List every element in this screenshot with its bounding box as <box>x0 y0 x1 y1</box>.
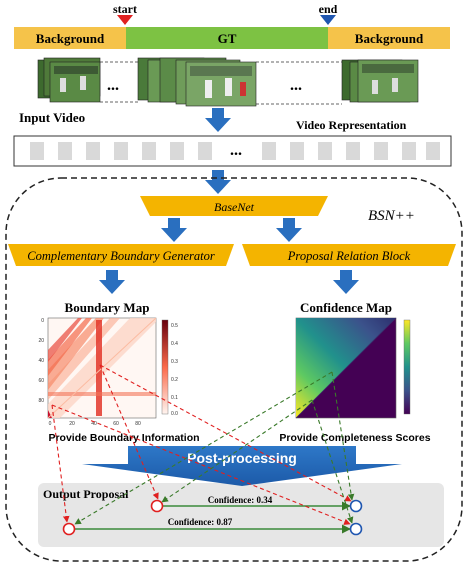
proposal-1: Confidence: 0.34 <box>150 495 363 513</box>
boundary-x-tick-3: 60 <box>113 421 119 427</box>
boundary-map-plot <box>47 317 157 419</box>
arrow-to-prb <box>276 218 302 242</box>
bsn-container <box>5 177 463 562</box>
confidence-map-title: Confidence Map <box>300 300 392 315</box>
proposal-1-start-node <box>150 499 164 513</box>
output-proposal-label: Output Proposal <box>43 487 129 501</box>
start-label: start <box>113 2 137 16</box>
arrow-to-basenet <box>205 170 231 194</box>
confidence-colorbar <box>403 319 411 415</box>
boundary-cbar-tick-5: 0.0 <box>171 411 178 417</box>
start-marker <box>117 15 133 25</box>
boundary-map-title: Boundary Map <box>65 300 150 315</box>
arrow-to-cbg <box>161 218 187 242</box>
boundary-colorbar-ticks: 0.5 0.4 0.3 0.2 0.1 0.0 <box>171 323 178 417</box>
boundary-cbar-tick-1: 0.4 <box>171 341 178 347</box>
boundary-y-tick-2: 40 <box>38 358 44 364</box>
prb-label: Proposal Relation Block <box>287 249 411 263</box>
arrow-to-boundary-map <box>99 270 125 294</box>
cbg-block <box>8 244 234 266</box>
basenet-label: BaseNet <box>214 200 255 214</box>
proposal-2-confidence: Confidence: 0.87 <box>168 517 233 527</box>
background-right-label: Background <box>355 31 424 46</box>
post-processing-label: Post-processing <box>187 450 297 466</box>
video-representation-box: ... <box>13 135 452 167</box>
boundary-x-tick-4: 80 <box>135 421 141 427</box>
confidence-map-caption: Provide Completeness Scores <box>279 432 430 444</box>
basenet-block <box>140 196 328 216</box>
frame-stack-middle <box>137 57 257 107</box>
bsn-label: BSN++ <box>368 208 415 224</box>
frame-stack-right <box>341 59 419 103</box>
input-video-label: Input Video <box>19 110 85 125</box>
end-label: end <box>319 2 338 16</box>
video-representation-label: Video Representation <box>296 118 407 132</box>
boundary-cbar-tick-2: 0.3 <box>171 359 178 365</box>
representation-ellipsis: ... <box>230 142 242 159</box>
background-left-label: Background <box>36 31 105 46</box>
boundary-map-caption: Provide Boundary Information <box>48 432 199 444</box>
end-marker <box>320 15 336 25</box>
video-frames: ... ... <box>37 57 419 107</box>
confidence-map-plot <box>295 317 397 419</box>
confidence-links <box>74 371 355 525</box>
proposal-2-end-node <box>349 522 363 536</box>
boundary-cbar-tick-3: 0.2 <box>171 377 178 383</box>
boundary-y-tick-4: 80 <box>38 398 44 404</box>
proposal-2-start-node <box>62 522 76 536</box>
gt-label: GT <box>218 31 237 46</box>
boundary-y-tick-0: 0 <box>41 318 44 324</box>
prb-block <box>242 244 456 266</box>
background-segment-right <box>328 27 450 49</box>
boundary-x-tick-2: 40 <box>91 421 97 427</box>
arrow-to-representation <box>205 108 231 132</box>
proposal-2: Confidence: 0.87 <box>62 517 363 536</box>
boundary-y-tick-3: 60 <box>38 378 44 384</box>
proposal-1-confidence: Confidence: 0.34 <box>208 495 273 505</box>
gt-segment <box>126 27 328 49</box>
frames-ellipsis-2: ... <box>290 77 302 94</box>
cbg-label: Complementary Boundary Generator <box>27 249 215 263</box>
boundary-cbar-tick-4: 0.1 <box>171 395 178 401</box>
post-processing-arrow <box>82 446 402 486</box>
boundary-links <box>51 364 352 525</box>
proposal-1-end-node <box>349 499 363 513</box>
boundary-x-tick-0: 0 <box>49 421 52 427</box>
boundary-cbar-tick-0: 0.5 <box>171 323 178 329</box>
frames-ellipsis-1: ... <box>107 77 119 94</box>
timeline-bar: Background GT Background <box>14 27 450 49</box>
boundary-map-axis: 0 20 40 60 80 0 20 40 60 80 <box>38 318 141 427</box>
boundary-y-tick-1: 20 <box>38 338 44 344</box>
boundary-colorbar <box>161 319 169 415</box>
background-segment-left <box>14 27 126 49</box>
boundary-x-tick-1: 20 <box>69 421 75 427</box>
arrow-to-confidence-map <box>333 270 359 294</box>
frame-stack-left <box>37 57 101 103</box>
